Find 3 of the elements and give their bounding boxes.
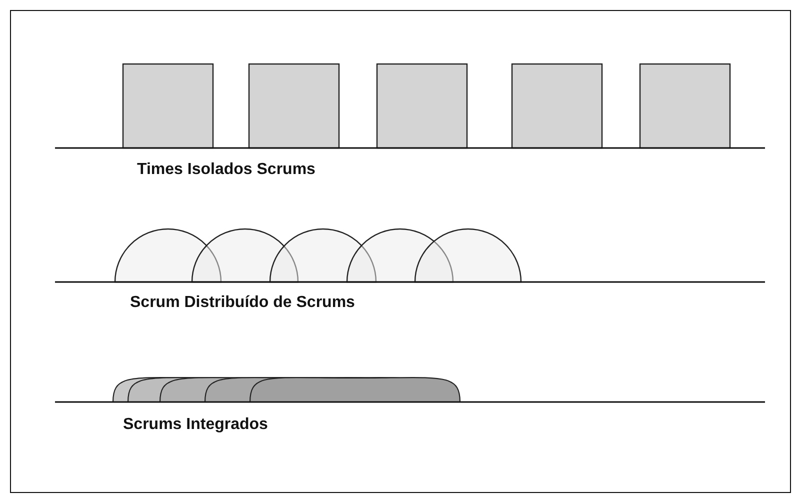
- row-caption: Scrums Integrados: [123, 416, 268, 434]
- row-caption: Times Isolados Scrums: [137, 161, 316, 179]
- row-caption: Scrum Distribuído de Scrums: [130, 294, 355, 312]
